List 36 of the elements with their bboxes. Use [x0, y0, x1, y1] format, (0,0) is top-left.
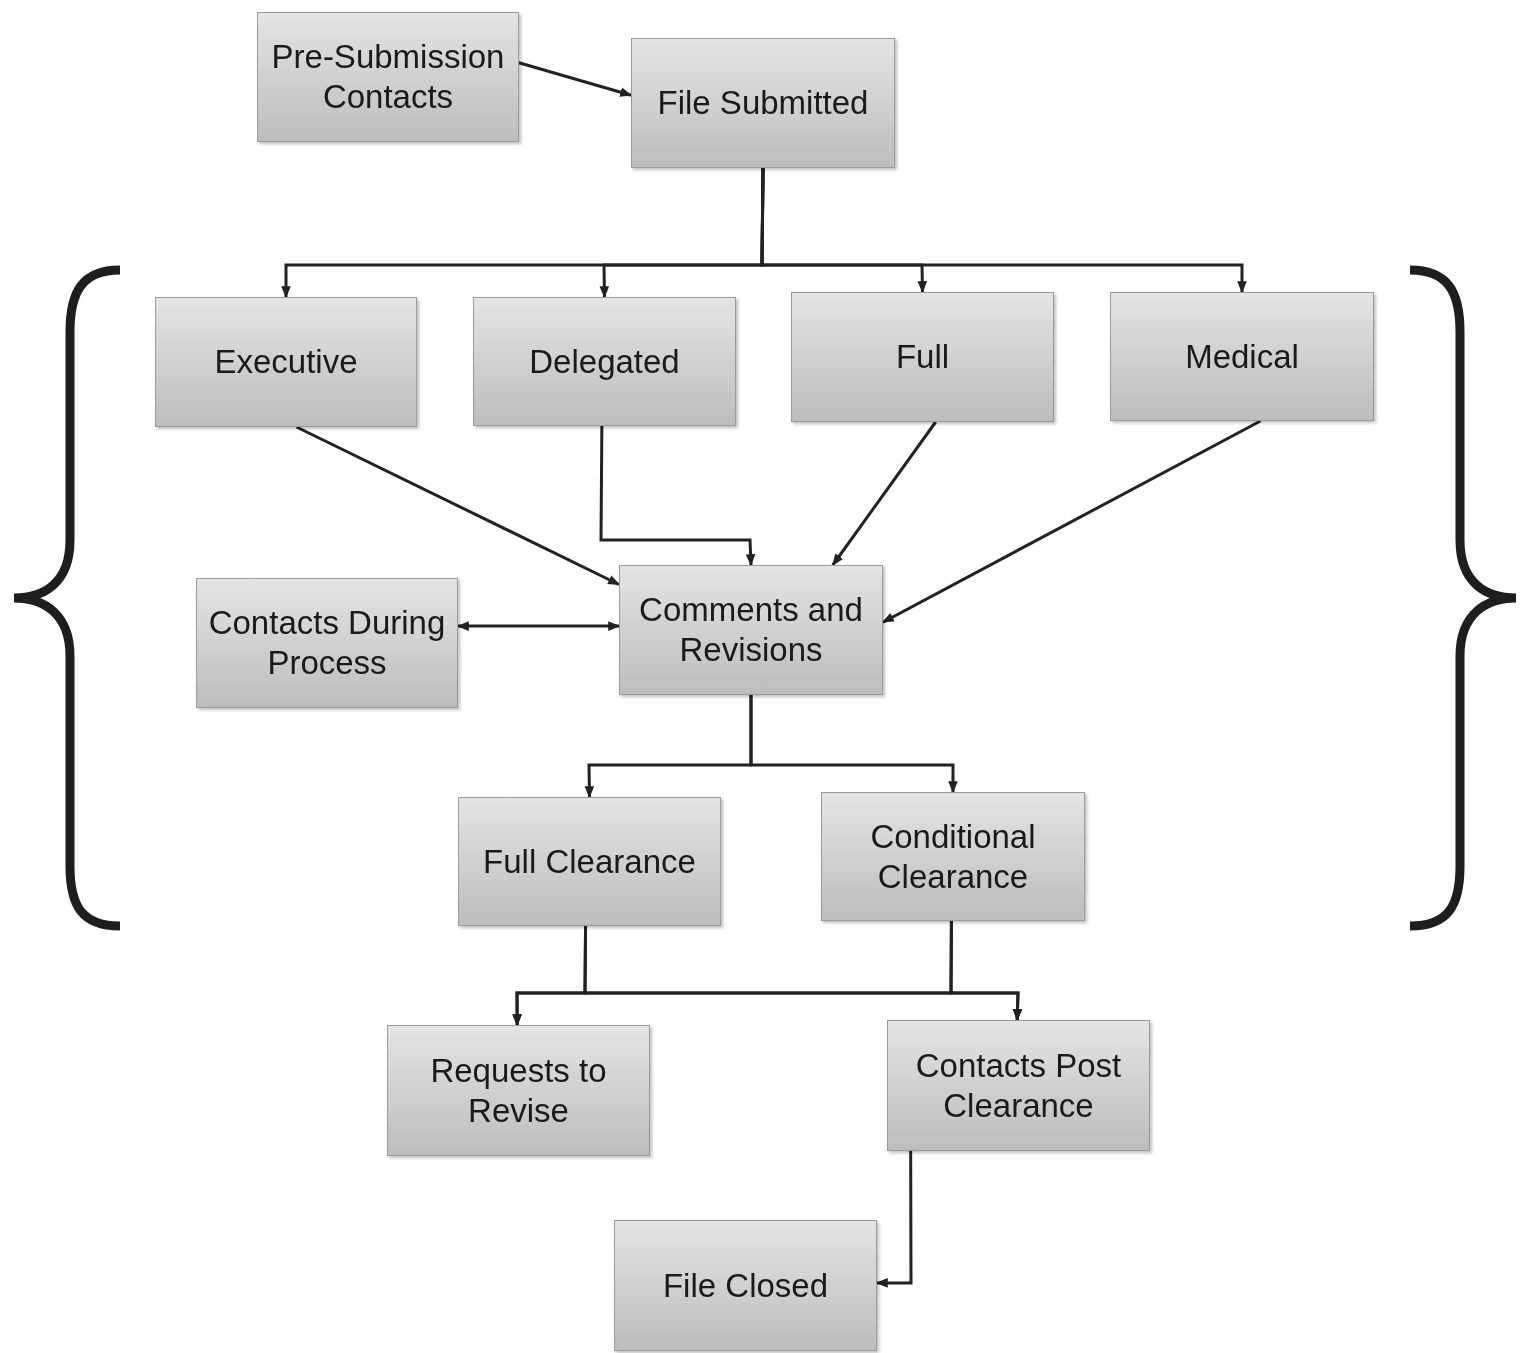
- box-label: Contacts Post Clearance: [914, 1045, 1123, 1126]
- process-box: [458, 797, 721, 926]
- arrow: [456, 621, 621, 631]
- box-label: Pre-Submission Contacts: [270, 37, 506, 117]
- box-label: Medical: [1185, 336, 1299, 377]
- process-box: [631, 38, 895, 168]
- arrow: [875, 1151, 913, 1288]
- box-label: Contacts During Process: [207, 603, 447, 683]
- box-label: Full: [895, 337, 950, 377]
- box-label: Requests to Revise: [429, 1050, 608, 1131]
- arrow: [760, 168, 1247, 294]
- box-label: Conditional Clearance: [869, 816, 1037, 897]
- box-label: File Submitted: [657, 83, 869, 123]
- process-box: [791, 292, 1054, 422]
- box-label: Delegated: [529, 341, 680, 382]
- process-box: [257, 12, 519, 142]
- box-label: Executive: [214, 342, 358, 382]
- process-box: [155, 297, 417, 427]
- box-label: Comments and Revisions: [638, 590, 864, 670]
- arrow: [881, 419, 1262, 624]
- process-box: [473, 297, 736, 426]
- arrow: [749, 695, 958, 794]
- process-box: [821, 792, 1085, 921]
- arrow: [831, 421, 937, 566]
- process-box: [887, 1020, 1150, 1151]
- arrow: [599, 426, 756, 567]
- process-box: [387, 1025, 650, 1156]
- process-box: [619, 565, 883, 695]
- arrow: [295, 425, 621, 586]
- process-box: [1110, 292, 1374, 421]
- arrow: [518, 61, 633, 97]
- process-box: [614, 1220, 877, 1351]
- process-box: [196, 578, 458, 708]
- box-label: Full Clearance: [483, 841, 696, 882]
- arrow: [949, 921, 1023, 1022]
- box-label: File Closed: [662, 1265, 829, 1306]
